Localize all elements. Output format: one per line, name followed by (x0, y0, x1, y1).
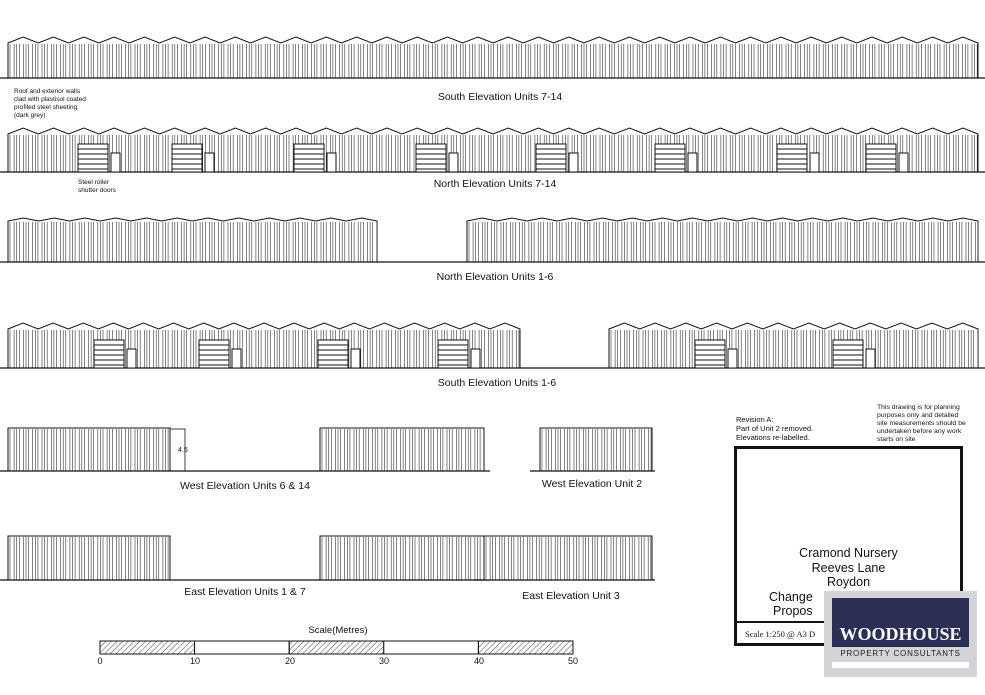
label-north-7-14: North Elevation Units 7-14 (433, 178, 557, 190)
scale-tick: 50 (567, 656, 579, 666)
personnel-door (326, 152, 337, 173)
east-3-outline (483, 535, 653, 580)
door-slats (438, 344, 468, 366)
west-2-cladding (541, 429, 652, 471)
label-west-6-14: West Elevation Units 6 & 14 (180, 480, 310, 492)
roller-shutter-door (535, 143, 567, 173)
personnel-door (126, 348, 137, 369)
scale-tick: 0 (97, 656, 103, 666)
door-slats (172, 148, 202, 170)
door-slats (833, 344, 863, 366)
personnel-door (231, 348, 242, 369)
scale-tick: 30 (378, 656, 390, 666)
east-1-7-a-cladding (9, 537, 169, 580)
door-slats (777, 148, 807, 170)
scale-segment (288, 640, 385, 655)
revision-note: Revision A: Part of Unit 2 removed. Elev… (736, 415, 814, 442)
door-slats (78, 148, 108, 170)
west-6-14-a-outline (7, 427, 171, 471)
scale-tick: 40 (473, 656, 485, 666)
scale-segment (383, 640, 479, 655)
change-line: Change (769, 589, 813, 604)
street: Reeves Lane (811, 560, 886, 575)
roller-shutter-door (198, 339, 230, 369)
roller-shutter-door (654, 143, 686, 173)
scale-segment (194, 640, 290, 655)
roller-shutter-door (694, 339, 726, 369)
personnel-door (350, 348, 361, 369)
personnel-door (448, 152, 459, 173)
roller-shutter-door (776, 143, 808, 173)
title-text: Cramond Nursery Reeves Lane Roydon Chang… (737, 546, 960, 619)
roller-shutter-door (317, 339, 349, 369)
personnel-door (727, 348, 738, 369)
label-east-1-7: East Elevation Units 1 & 7 (184, 586, 306, 598)
door-slats (318, 344, 348, 366)
north-1-6-a-cladding (9, 222, 378, 262)
door-slats (294, 148, 324, 170)
east-1-7-a-outline (7, 535, 171, 580)
town: Roydon (826, 575, 871, 590)
personnel-door (865, 348, 876, 369)
scale-tick: 20 (284, 656, 296, 666)
personnel-door (470, 348, 481, 369)
label-south-7-14: South Elevation Units 7-14 (437, 91, 563, 103)
proposal-line: Propos (773, 604, 813, 619)
roller-shutter-door (77, 143, 109, 173)
logo-name: WOODHOUSE (832, 598, 969, 647)
label-west-2: West Elevation Unit 2 (541, 478, 643, 490)
roller-shutter-door (865, 143, 897, 173)
scale-segment (477, 640, 574, 655)
personnel-door (110, 152, 121, 173)
roller-shutter-door (832, 339, 864, 369)
door-slats (655, 148, 685, 170)
label-east-3: East Elevation Unit 3 (522, 590, 620, 602)
door-slats (866, 148, 896, 170)
dimension-box (169, 428, 186, 472)
logo-bar (832, 662, 969, 668)
height-dimension: 4.5 (178, 447, 188, 454)
roller-shutter-door (415, 143, 447, 173)
scale-tick: 10 (189, 656, 201, 666)
west-6-14-b-cladding (321, 429, 481, 471)
east-1-7-b-cladding (321, 537, 481, 580)
door-slats (536, 148, 566, 170)
label-north-1-6: North Elevation Units 1-6 (436, 271, 554, 283)
west-6-14-a-cladding (9, 429, 169, 471)
roller-shutter-door (171, 143, 203, 173)
disclaimer-note: This drawing is for planning purposes on… (877, 404, 966, 443)
personnel-door (898, 152, 909, 173)
logo-tagline: PROPERTY CONSULTANTS (840, 649, 961, 658)
personnel-door (809, 152, 820, 173)
doors-note: Steel roller shutter doors (78, 179, 116, 194)
roller-shutter-door (437, 339, 469, 369)
north-1-6-b-cladding (468, 222, 979, 262)
door-slats (199, 344, 229, 366)
cladding-note: Roof and exterior walls clad with plasti… (14, 88, 86, 119)
personnel-door (204, 152, 215, 173)
east-3-cladding (485, 537, 652, 580)
woodhouse-logo: WOODHOUSE PROPERTY CONSULTANTS (824, 591, 977, 677)
south-7-14-cladding (9, 44, 978, 78)
roller-shutter-door (293, 143, 325, 173)
personnel-door (568, 152, 579, 173)
west-2-outline (539, 427, 653, 471)
door-slats (695, 344, 725, 366)
door-slats (94, 344, 124, 366)
label-south-1-6: South Elevation Units 1-6 (437, 377, 557, 389)
door-slats (416, 148, 446, 170)
scale-segment (99, 640, 196, 655)
scale-title: Scale(Metres) (308, 625, 368, 636)
personnel-door (687, 152, 698, 173)
site-name: Cramond Nursery (799, 546, 898, 560)
roller-shutter-door (93, 339, 125, 369)
